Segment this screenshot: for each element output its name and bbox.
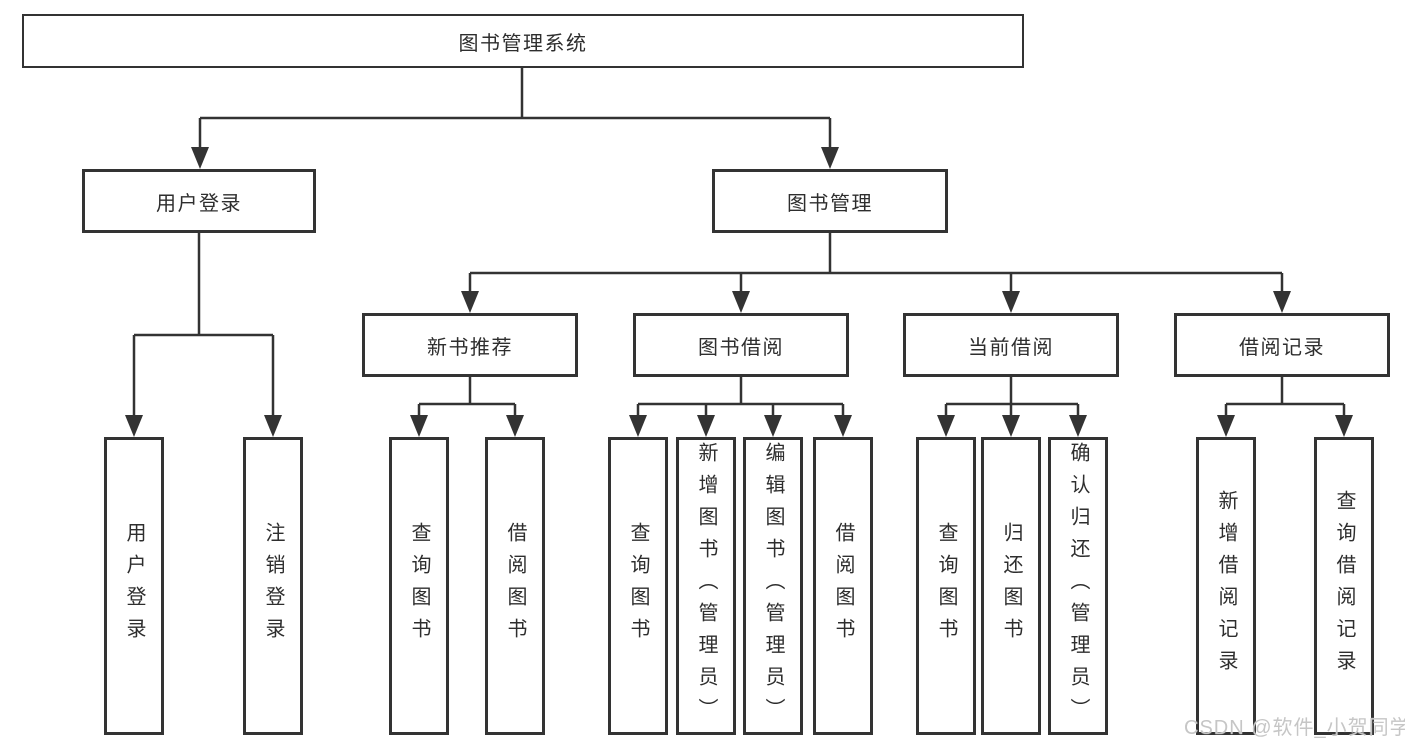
leaf-label: 新增图书（管理员） (695, 442, 717, 730)
leaf-label: 查询图书 (627, 522, 649, 650)
connector-current-borrow (937, 377, 1087, 437)
leaf-add-borrow-record: 新增借阅记录 (1196, 437, 1256, 735)
node-borrow-records: 借阅记录 (1174, 313, 1390, 377)
node-user-login: 用户登录 (82, 169, 316, 233)
leaf-label: 查询图书 (935, 522, 957, 650)
leaf-query-borrow-record: 查询借阅记录 (1314, 437, 1374, 735)
connector-user-login (125, 233, 282, 437)
leaf-label: 查询图书 (408, 522, 430, 650)
leaf-label: 新增借阅记录 (1215, 490, 1237, 682)
leaf-query-books-current: 查询图书 (916, 437, 976, 735)
node-label: 图书管理系统 (458, 32, 588, 55)
node-label: 当前借阅 (968, 336, 1054, 359)
leaf-user-login: 用户登录 (104, 437, 164, 735)
connector-root (191, 68, 839, 169)
node-book-management: 图书管理 (712, 169, 948, 233)
node-label: 用户登录 (156, 192, 242, 215)
node-new-book-recommend: 新书推荐 (362, 313, 578, 377)
leaf-query-books-borrow: 查询图书 (608, 437, 668, 735)
csdn-watermark: CSDN @软件_小贺同学 (1184, 717, 1405, 739)
leaf-edit-books-admin: 编辑图书（管理员） (743, 437, 803, 735)
leaf-label: 注销登录 (262, 522, 284, 650)
node-library-system: 图书管理系统 (22, 14, 1024, 68)
leaf-label: 借阅图书 (832, 522, 854, 650)
node-label: 图书借阅 (698, 336, 784, 359)
connector-book-borrow (629, 377, 852, 437)
leaf-label: 编辑图书（管理员） (762, 442, 784, 730)
leaf-return-books: 归还图书 (981, 437, 1041, 735)
connector-borrow-records (1217, 377, 1353, 437)
node-label: 借阅记录 (1239, 336, 1325, 359)
leaf-label: 归还图书 (1000, 522, 1022, 650)
node-book-borrow: 图书借阅 (633, 313, 849, 377)
connector-new-book-rec (410, 377, 524, 437)
leaf-label: 查询借阅记录 (1333, 490, 1355, 682)
node-current-borrow: 当前借阅 (903, 313, 1119, 377)
leaf-add-books-admin: 新增图书（管理员） (676, 437, 736, 735)
leaf-label: 借阅图书 (504, 522, 526, 650)
leaf-label: 用户登录 (123, 522, 145, 650)
connector-book-management (461, 233, 1291, 313)
node-label: 新书推荐 (427, 336, 513, 359)
leaf-borrow-books: 借阅图书 (813, 437, 873, 735)
leaf-confirm-return-admin: 确认归还（管理员） (1048, 437, 1108, 735)
leaf-query-books-rec: 查询图书 (389, 437, 449, 735)
leaf-label: 确认归还（管理员） (1067, 442, 1089, 730)
node-label: 图书管理 (787, 192, 873, 215)
leaf-borrow-books-rec: 借阅图书 (485, 437, 545, 735)
leaf-logout: 注销登录 (243, 437, 303, 735)
